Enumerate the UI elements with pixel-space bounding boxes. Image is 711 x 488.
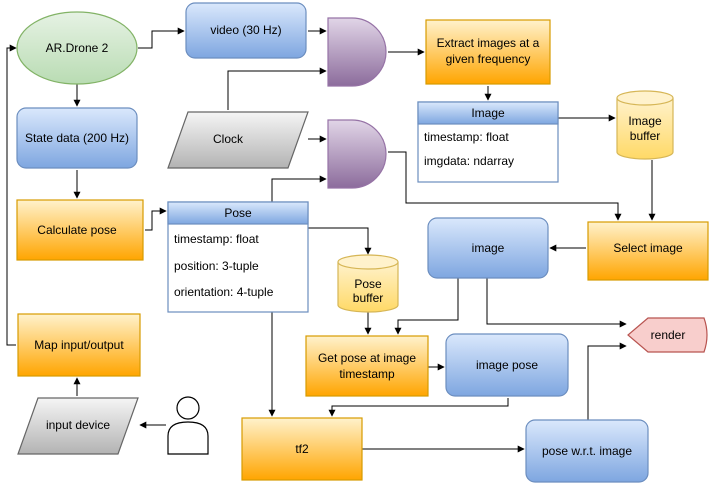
edge-imagepose-tf2 [328,398,509,417]
image-pose-label: image pose [476,358,538,372]
pose-class-field-orientation: orientation: 4-tuple [174,285,274,299]
edge-gate2-select [388,151,622,221]
and-gate-middle [327,119,387,189]
tf2-label: tf2 [295,442,309,456]
image-class-field-timestamp: timestamp: float [424,130,509,144]
edge-pose-gate2 [271,175,327,202]
tf2-node[interactable]: tf2 [241,417,363,481]
calculate-pose-node[interactable]: Calculate pose [16,199,144,261]
image-class-field-imgdata: imgdata: ndarray [424,154,514,168]
state-data-node[interactable]: State data (200 Hz) [16,107,138,169]
pose-buffer-label-line2: buffer [353,291,383,305]
video-label: video (30 Hz) [210,23,281,37]
get-pose-node[interactable]: Get pose at image timestamp [305,335,429,397]
pose-wrt-image-node[interactable]: pose w.r.t. image [525,419,649,483]
image-buffer-label-line1: Image [628,114,662,128]
pose-class-field-position: position: 3-tuple [174,259,259,273]
extract-images-node[interactable]: Extract images at a given frequency [425,19,551,85]
image-node[interactable]: image [427,217,549,279]
input-device-label: input device [46,418,110,432]
select-image-label: Select image [613,241,683,255]
pose-buffer-label-line1: Pose [354,277,382,291]
ardrone-label: AR.Drone 2 [46,41,109,55]
clock-label: Clock [213,132,244,146]
edge-image-getpose [394,278,459,335]
user-icon [167,396,209,455]
pose-class-title: Pose [224,206,252,220]
get-pose-label-line1: Get pose at image [318,351,416,365]
edge-mapio-ardrone [6,44,17,346]
map-io-label: Map input/output [34,338,124,352]
select-image-node[interactable]: Select image [587,221,709,281]
edge-image-render [486,278,627,328]
render-node[interactable]: render [627,317,708,353]
pose-class-field-timestamp: timestamp: float [174,232,259,246]
image-buffer-label-line2: buffer [630,129,660,143]
image-class-box[interactable]: Image timestamp: float imgdata: ndarray [417,101,559,183]
ardrone-node[interactable]: AR.Drone 2 [16,11,138,85]
edge-calcpose-pose [145,207,167,231]
edge-ardrone-video [138,27,185,49]
clock-node[interactable]: Clock [167,111,309,169]
video-node[interactable]: video (30 Hz) [185,2,307,59]
render-label: render [651,328,686,342]
get-pose-label-line2: timestamp [339,367,395,381]
edges [6,27,656,453]
image-node-label: image [472,241,505,255]
map-io-node[interactable]: Map input/output [17,313,141,377]
image-class-title: Image [471,106,505,120]
image-buffer-node[interactable]: Image buffer [616,90,674,160]
state-data-label: State data (200 Hz) [25,131,129,145]
edge-clock-gate1 [227,67,327,110]
input-device-node[interactable]: input device [17,397,139,455]
calculate-pose-label: Calculate pose [37,223,117,237]
extract-label-line2: given frequency [446,52,531,66]
pose-wrt-image-label: pose w.r.t. image [542,444,632,458]
pose-class-box[interactable]: Pose timestamp: float position: 3-tuple … [167,201,309,313]
image-pose-node[interactable]: image pose [445,333,569,397]
edge-pose-posebuffer [308,227,372,255]
extract-label-line1: Extract images at a [437,36,540,50]
edge-posewrt-render [587,342,627,420]
and-gate-top [327,17,387,87]
pose-buffer-node[interactable]: Pose buffer [337,254,399,313]
